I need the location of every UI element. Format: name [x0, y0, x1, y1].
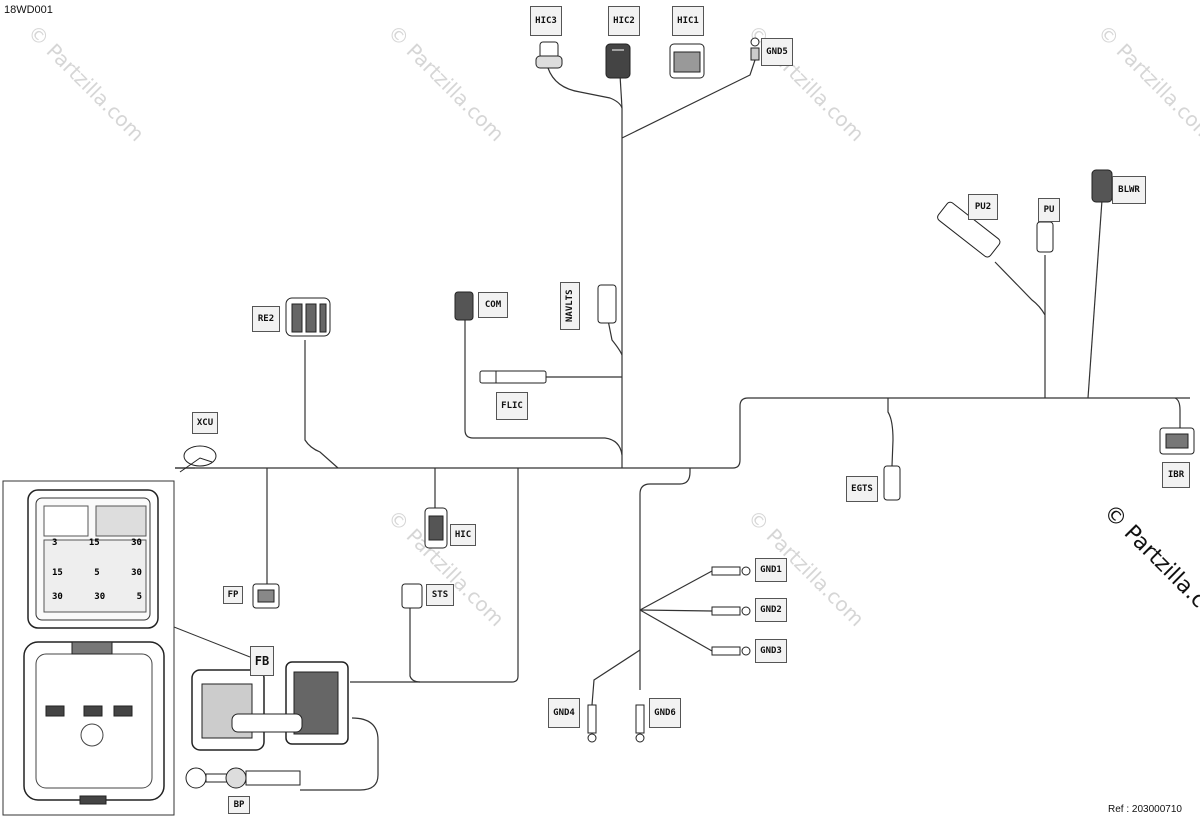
- label-fp: FP: [223, 586, 243, 604]
- fuse-label: 30: [52, 592, 63, 602]
- label-hic: HIC: [450, 524, 476, 546]
- sensor-egts: [883, 465, 901, 501]
- label-xcu: XCU: [192, 412, 218, 434]
- fuse-box-panel: [2, 480, 175, 816]
- fuse-label: 30: [131, 538, 142, 548]
- connector-hic3: [535, 41, 563, 69]
- label-pu: PU: [1038, 198, 1060, 222]
- label-hic3: HIC3: [530, 6, 562, 36]
- main-harness-wires: [175, 59, 1190, 791]
- connector-fb: [191, 661, 349, 751]
- label-gnd2: GND2: [755, 598, 787, 622]
- connector-blwr: [1091, 169, 1113, 203]
- ground-ring-gnd5: [750, 37, 760, 61]
- connector-pu: [1036, 221, 1054, 253]
- connector-com: [454, 291, 474, 321]
- label-gnd6: GND6: [649, 698, 681, 728]
- ground-terminals: [587, 566, 751, 743]
- label-gnd4: GND4: [548, 698, 580, 728]
- connector-re2: [285, 297, 331, 337]
- connector-sts: [401, 583, 423, 609]
- label-navlts: NAVLTS: [560, 282, 580, 330]
- label-bp: BP: [228, 796, 250, 814]
- connector-xcu: [179, 445, 217, 473]
- connector-bp: [185, 767, 301, 789]
- connector-hic1: [669, 43, 705, 79]
- label-hic1: HIC1: [672, 6, 704, 36]
- label-sts: STS: [426, 584, 454, 606]
- label-ibr: IBR: [1162, 462, 1190, 488]
- fuse-label: 15: [52, 568, 63, 578]
- fuse-row-top: 3 15 30: [52, 538, 142, 548]
- connector-ibr: [1159, 427, 1195, 455]
- label-com: COM: [478, 292, 508, 318]
- diagram-id: 18WD001: [4, 4, 53, 16]
- connector-hic: [424, 507, 448, 549]
- label-gnd1: GND1: [755, 558, 787, 582]
- label-hic2: HIC2: [608, 6, 640, 36]
- connector-hic2: [605, 43, 631, 79]
- label-egts: EGTS: [846, 476, 878, 502]
- fuse-label: 30: [94, 592, 106, 602]
- label-blwr: BLWR: [1112, 176, 1146, 204]
- label-pu2: PU2: [968, 194, 998, 220]
- fuse-label: 5: [136, 592, 142, 602]
- label-gnd3: GND3: [755, 639, 787, 663]
- label-re2: RE2: [252, 306, 280, 332]
- connector-fp: [252, 583, 280, 609]
- label-gnd5: GND5: [761, 38, 793, 66]
- reference-number: Ref : 203000710: [1108, 804, 1182, 815]
- fuse-row-bottom: 30 30 5: [52, 592, 142, 602]
- fuse-label: 3: [52, 538, 58, 548]
- fuse-label: 15: [88, 538, 100, 548]
- connector-pu2: [937, 201, 1001, 258]
- fuse-label: 5: [94, 568, 100, 578]
- fuse-row-mid: 15 5 30: [52, 568, 142, 578]
- connector-navlts: [597, 284, 617, 324]
- label-flic: FLIC: [496, 392, 528, 420]
- label-fb: FB: [250, 646, 274, 676]
- fuse-label: 30: [131, 568, 142, 578]
- connector-flic: [479, 370, 547, 384]
